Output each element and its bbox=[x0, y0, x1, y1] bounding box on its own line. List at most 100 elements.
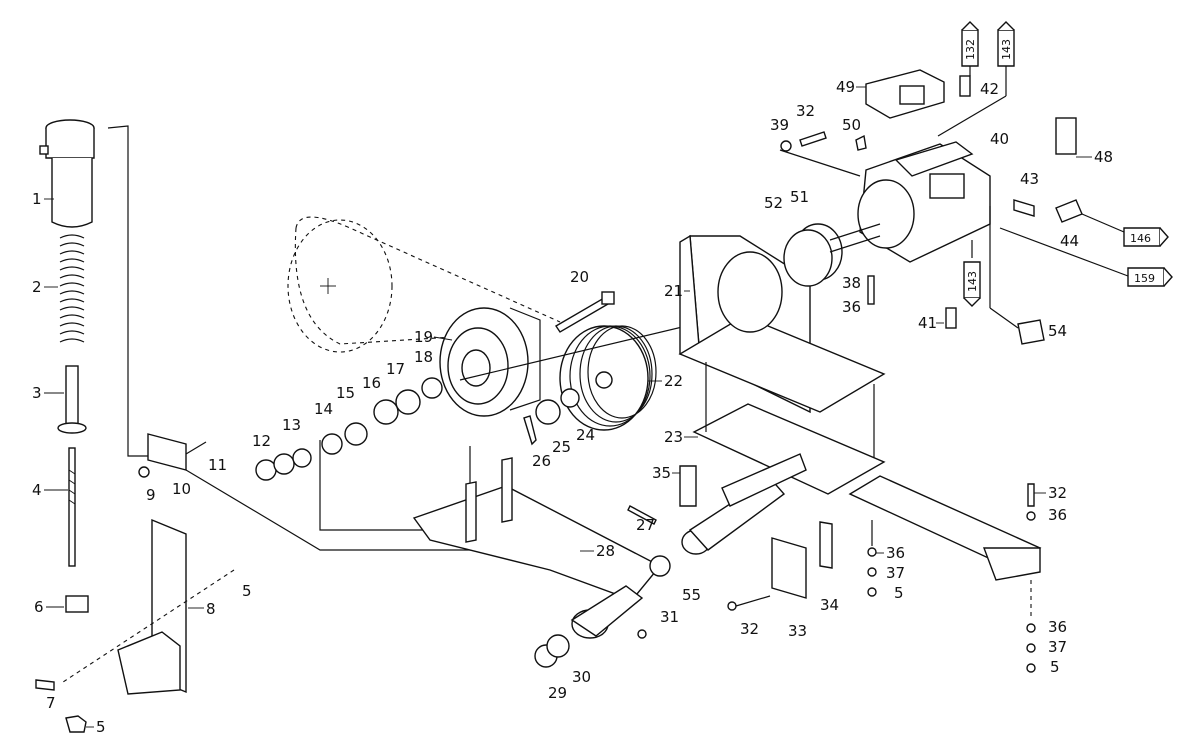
driven-pulley bbox=[439, 307, 541, 417]
label-39: 39 bbox=[770, 116, 789, 134]
bracket-plate bbox=[35, 518, 187, 733]
ref-tag-146: 146 bbox=[1123, 227, 1169, 247]
label-28: 28 bbox=[596, 542, 615, 560]
label-6: 6 bbox=[34, 598, 44, 616]
label-2: 2 bbox=[32, 278, 42, 296]
label-49: 49 bbox=[836, 78, 855, 96]
label-55: 55 bbox=[682, 586, 701, 604]
label-52: 52 bbox=[764, 194, 783, 212]
label-26: 26 bbox=[532, 452, 551, 470]
label-25: 25 bbox=[552, 438, 571, 456]
ref-tag-143-bottom: 143 bbox=[963, 261, 981, 307]
hydraulic-pump bbox=[857, 141, 991, 263]
washer-stack bbox=[255, 377, 443, 481]
swing-arm-frame bbox=[412, 457, 662, 639]
ref-tag-159: 159 bbox=[1127, 267, 1173, 287]
label-17: 17 bbox=[386, 360, 405, 378]
label-38: 38 bbox=[842, 274, 861, 292]
pump-fittings bbox=[780, 75, 1083, 345]
label-42: 42 bbox=[980, 80, 999, 98]
label-36-bracket: 36 bbox=[842, 298, 861, 316]
label-18: 18 bbox=[414, 348, 433, 366]
cylinder-connection-line bbox=[107, 125, 148, 457]
label-32-right: 32 bbox=[1048, 484, 1067, 502]
label-22: 22 bbox=[664, 372, 683, 390]
solenoid-valve bbox=[865, 69, 945, 119]
label-16: 16 bbox=[362, 374, 381, 392]
label-35: 35 bbox=[652, 464, 671, 482]
label-5-center-stack: 5 bbox=[894, 584, 904, 602]
multi-groove-pulley bbox=[559, 325, 657, 431]
label-13: 13 bbox=[282, 416, 301, 434]
shaft-axis-line bbox=[319, 440, 470, 531]
label-7: 7 bbox=[46, 694, 56, 712]
label-50: 50 bbox=[842, 116, 861, 134]
label-27: 27 bbox=[636, 516, 655, 534]
label-10: 10 bbox=[172, 480, 191, 498]
cylinder-housing bbox=[39, 119, 95, 228]
bracket-bolt-axis bbox=[59, 569, 235, 685]
label-1: 1 bbox=[32, 190, 42, 208]
drive-belt bbox=[287, 216, 561, 353]
label-44: 44 bbox=[1060, 232, 1079, 250]
pulley-hub-parts bbox=[523, 388, 580, 446]
label-5-left-bracket: 5 bbox=[242, 582, 252, 600]
label-51: 51 bbox=[790, 188, 809, 206]
threaded-rod bbox=[68, 447, 76, 567]
label-24: 24 bbox=[576, 426, 595, 444]
label-30: 30 bbox=[572, 668, 591, 686]
label-48: 48 bbox=[1094, 148, 1113, 166]
label-8: 8 bbox=[206, 600, 216, 618]
telescopic-beam bbox=[848, 475, 1042, 581]
ref-tag-143-top: 143 bbox=[997, 21, 1015, 67]
label-14: 14 bbox=[314, 400, 333, 418]
motor-bracket bbox=[678, 234, 886, 414]
svg-text:132: 132 bbox=[964, 39, 977, 60]
pulley-axis-line bbox=[459, 317, 721, 381]
label-21: 21 bbox=[664, 282, 683, 300]
label-12: 12 bbox=[252, 432, 271, 450]
label-54: 54 bbox=[1048, 322, 1067, 340]
label-36-center: 36 bbox=[886, 544, 905, 562]
label-5-bottom-nut: 5 bbox=[96, 718, 106, 736]
label-29: 29 bbox=[548, 684, 567, 702]
label-3: 3 bbox=[32, 384, 42, 402]
label-36-right-bottom: 36 bbox=[1048, 618, 1067, 636]
reference-tags: 132 143 143 146 159 bbox=[961, 21, 1173, 307]
label-32-top: 32 bbox=[796, 102, 815, 120]
pump-reference-lines bbox=[779, 30, 1129, 329]
svg-text:143: 143 bbox=[966, 271, 979, 292]
ref-tag-132: 132 bbox=[961, 21, 979, 67]
label-20: 20 bbox=[570, 268, 589, 286]
label-32-bottom: 32 bbox=[740, 620, 759, 638]
part-labels: 1 2 3 4 5 5 5 5 6 7 8 9 10 11 12 13 14 1… bbox=[32, 78, 1113, 736]
label-19: 19 bbox=[414, 328, 433, 346]
label-43: 43 bbox=[1020, 170, 1039, 188]
label-34: 34 bbox=[820, 596, 839, 614]
label-33: 33 bbox=[788, 622, 807, 640]
label-11: 11 bbox=[208, 456, 227, 474]
label-9: 9 bbox=[146, 486, 156, 504]
svg-text:143: 143 bbox=[1000, 39, 1013, 60]
pump-shaft-seal bbox=[783, 223, 881, 287]
label-41: 41 bbox=[918, 314, 937, 332]
label-5-right-stack: 5 bbox=[1050, 658, 1060, 676]
label-23: 23 bbox=[664, 428, 683, 446]
pivot-shaft bbox=[681, 453, 807, 555]
fastener-stack-right bbox=[627, 483, 1036, 673]
hinge-plate bbox=[138, 433, 207, 478]
svg-text:159: 159 bbox=[1134, 272, 1155, 285]
compression-spring bbox=[59, 234, 85, 343]
label-37-right: 37 bbox=[1048, 638, 1067, 656]
label-36-right-top: 36 bbox=[1048, 506, 1067, 524]
label-40: 40 bbox=[990, 130, 1009, 148]
piston-rod-guide bbox=[57, 365, 87, 434]
spacer-plates bbox=[534, 465, 833, 668]
label-15: 15 bbox=[336, 384, 355, 402]
label-4: 4 bbox=[32, 481, 42, 499]
svg-text:146: 146 bbox=[1130, 232, 1151, 245]
label-31: 31 bbox=[660, 608, 679, 626]
pulley-bolt bbox=[555, 291, 615, 333]
